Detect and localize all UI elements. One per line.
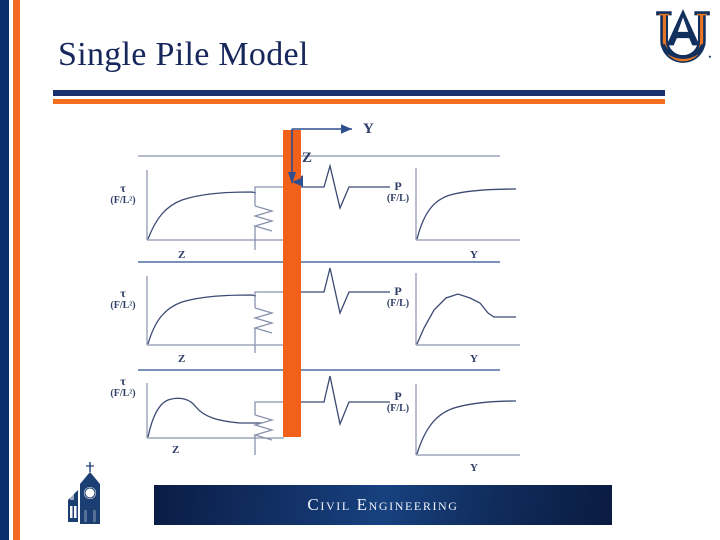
row1-p-symbol: P bbox=[394, 179, 402, 193]
banner-label: Civil Engineering bbox=[307, 495, 459, 514]
row2-tau-symbol: τ bbox=[120, 286, 126, 300]
row2-p-label-group: P (F/L) bbox=[379, 285, 417, 310]
row3-py-curve bbox=[416, 400, 517, 455]
left-edge-navy-strip bbox=[0, 0, 9, 540]
row3-right-spring bbox=[301, 375, 390, 427]
row2-left-spring bbox=[252, 291, 283, 353]
civil-engineering-banner: Civil Engineering bbox=[154, 485, 612, 525]
row1-tz-curve bbox=[147, 191, 257, 240]
row1-p-units: (F/L) bbox=[386, 193, 410, 204]
row2-p-symbol: P bbox=[394, 284, 402, 298]
row1-tau-label-group: τ (F/L²) bbox=[103, 182, 143, 207]
z-arrow-overlay bbox=[288, 130, 304, 187]
row2-tz-xlabel: Z bbox=[178, 353, 186, 365]
left-edge-white-gap bbox=[9, 0, 13, 540]
row1-right-spring bbox=[301, 163, 390, 211]
pile-model-diagram: Y Z bbox=[0, 110, 720, 470]
row3-tz-curve bbox=[147, 397, 262, 438]
row1-tau-symbol: τ bbox=[120, 181, 126, 195]
row2-p-units: (F/L) bbox=[386, 298, 410, 309]
title-underline-navy bbox=[53, 90, 665, 96]
row2-py-curve bbox=[416, 293, 516, 345]
row3-left-spring bbox=[252, 401, 283, 455]
row2-tau-units: (F/L²) bbox=[110, 300, 136, 311]
auburn-au-logo-icon bbox=[652, 6, 714, 64]
global-z-label: Z bbox=[302, 150, 313, 166]
row1-left-spring bbox=[252, 186, 283, 250]
row2-right-spring bbox=[301, 267, 390, 316]
row3-tau-label-group: τ (F/L²) bbox=[103, 375, 143, 400]
pile-column bbox=[283, 130, 301, 437]
row1-p-label-group: P (F/L) bbox=[379, 180, 417, 205]
global-y-label: Y bbox=[363, 121, 374, 137]
left-edge-orange-strip bbox=[13, 0, 20, 540]
row1-tz-xlabel: Z bbox=[178, 249, 186, 261]
diagram-svg bbox=[138, 124, 520, 456]
row3-tau-symbol: τ bbox=[120, 374, 126, 388]
row1-py-curve bbox=[416, 188, 517, 240]
row1-py-xlabel: Y bbox=[470, 249, 478, 261]
title-underline-orange bbox=[53, 99, 665, 104]
row3-py-xlabel: Y bbox=[470, 462, 478, 474]
row3-tau-units: (F/L²) bbox=[110, 388, 136, 399]
row2-py-xlabel: Y bbox=[470, 353, 478, 365]
page-title: Single Pile Model bbox=[58, 36, 309, 73]
samford-hall-tower-logo-icon bbox=[60, 460, 108, 528]
row3-p-label-group: P (F/L) bbox=[379, 390, 417, 415]
row3-p-units: (F/L) bbox=[386, 403, 410, 414]
row3-p-symbol: P bbox=[394, 389, 402, 403]
row3-tz-xlabel: Z bbox=[172, 444, 180, 456]
row1-tau-units: (F/L²) bbox=[110, 195, 136, 206]
row2-tz-curve bbox=[147, 294, 257, 345]
row2-tau-label-group: τ (F/L²) bbox=[103, 287, 143, 312]
